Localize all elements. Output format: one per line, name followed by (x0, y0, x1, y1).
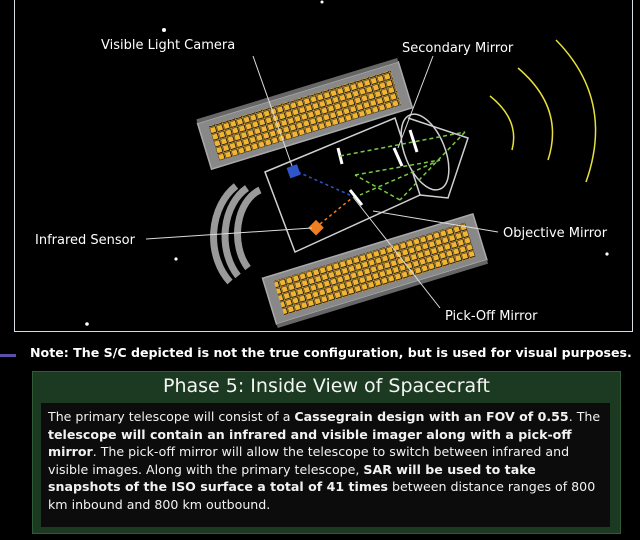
body-bold-3: SAR will be used to take snapshots of th… (48, 461, 536, 495)
label-pick-off-mirror: Pick-Off Mirror (445, 309, 538, 324)
panel-title: Phase 5: Inside View of Spacecraft (163, 375, 490, 397)
dish-antenna (210, 183, 262, 285)
body-text-4: between distance ranges of 800 km inboun… (48, 479, 596, 512)
solar-panel-upper (196, 58, 414, 171)
body-text-1: The primary telescope will consist of a (48, 409, 295, 424)
visible-camera (286, 164, 301, 179)
side-marker (0, 354, 16, 357)
label-objective-mirror: Objective Mirror (503, 226, 608, 241)
label-visible-light-camera: Visible Light Camera (101, 38, 236, 53)
light-path (339, 131, 466, 201)
info-panel: Phase 5: Inside View of Spacecraft The p… (32, 371, 621, 534)
label-secondary-mirror: Secondary Mirror (402, 41, 514, 56)
body-bold-1: Cassegrain design with an FOV of 0.55 (294, 409, 569, 424)
body-bold-2: telescope will contain an infrared and v… (48, 426, 572, 460)
body-text-2: . The (568, 409, 601, 424)
sensor-paths (297, 171, 353, 225)
label-infrared-sensor: Infrared Sensor (35, 233, 135, 248)
signal-arcs (489, 39, 597, 183)
solar-panel-lower (261, 212, 489, 328)
spacecraft-body (264, 113, 469, 254)
panel-body: The primary telescope will consist of a … (41, 403, 610, 527)
stars (85, 0, 609, 326)
infrared-sensor (308, 219, 324, 236)
disclaimer-note: Note: The S/C depicted is not the true c… (30, 345, 632, 360)
callout-lines (145, 55, 499, 309)
body-text-3: . The pick-off mirror will allow the tel… (48, 444, 570, 477)
diagram-frame (14, 0, 633, 332)
